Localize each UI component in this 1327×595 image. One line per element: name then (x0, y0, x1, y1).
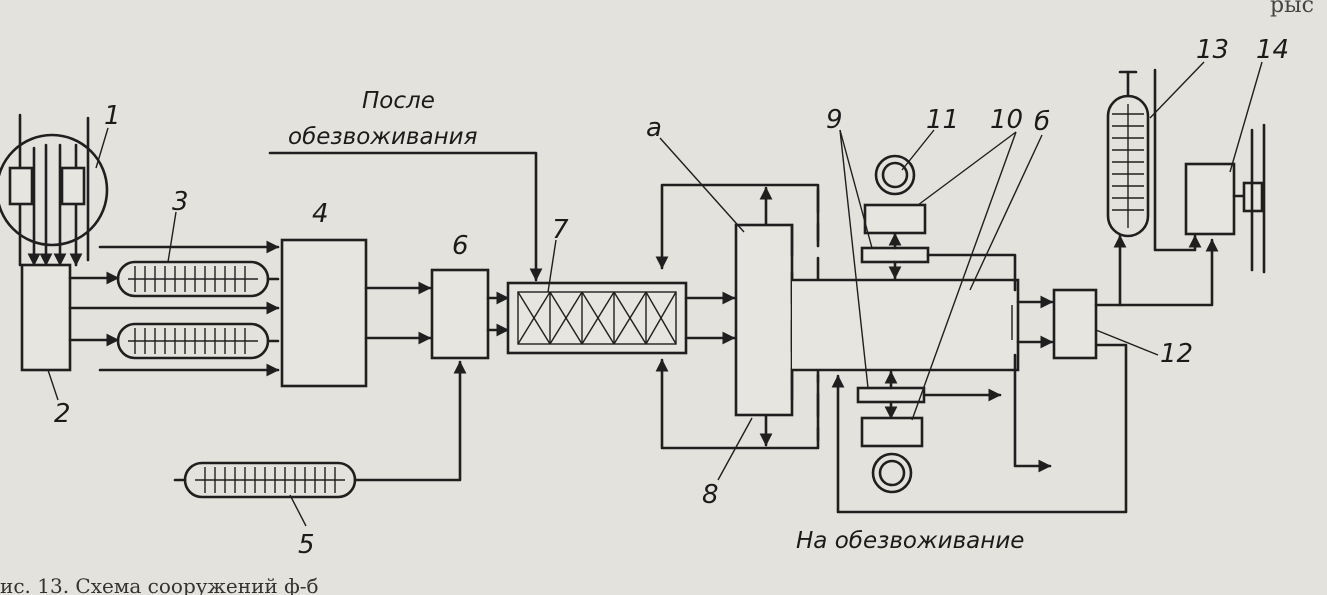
filter-13 (1106, 68, 1202, 252)
lower-units (856, 353, 1052, 494)
unit-1 (0, 113, 109, 267)
label-10: 10 (990, 105, 1023, 135)
label-8: 8 (702, 480, 719, 510)
label-12: 12 (1160, 339, 1193, 369)
unit-8 (734, 223, 794, 417)
filter-3 (68, 240, 280, 377)
filter-5 (173, 360, 467, 499)
tank-7 (506, 281, 736, 355)
note-after-dewatering-1: После (362, 88, 435, 114)
leader-lines (47, 61, 1263, 527)
return-line (831, 343, 1128, 514)
label-7: 7 (552, 215, 569, 245)
label-9: 9 (826, 105, 843, 135)
label-6: 6 (452, 231, 469, 261)
channel-b (792, 278, 1020, 372)
note-after-dewatering-2: обезвоживания (288, 124, 478, 150)
upper-units (860, 154, 1017, 292)
unit-12 (1052, 234, 1219, 360)
unit-6 (430, 268, 510, 360)
label-5: 5 (298, 530, 315, 560)
label-4: 4 (312, 199, 329, 229)
after-dewatering-line (268, 151, 543, 282)
figure-caption: ис. 13. Схема сооружений ф-б (0, 574, 319, 595)
label-2: 2 (54, 399, 71, 429)
label-1: 1 (104, 101, 121, 131)
unit-4 (280, 238, 432, 388)
unit-2 (20, 263, 72, 372)
channel-outputs (1011, 295, 1054, 349)
note-to-dewatering: На обезвоживание (796, 528, 1024, 554)
corner-text: рыс (1270, 0, 1314, 18)
label-13: 13 (1196, 35, 1229, 65)
label-b: б (1034, 107, 1050, 137)
label-11: 11 (926, 105, 959, 135)
label-3: 3 (172, 187, 189, 217)
label-a: a (646, 113, 662, 143)
label-14: 14 (1256, 35, 1289, 65)
unit-14 (1184, 123, 1266, 274)
